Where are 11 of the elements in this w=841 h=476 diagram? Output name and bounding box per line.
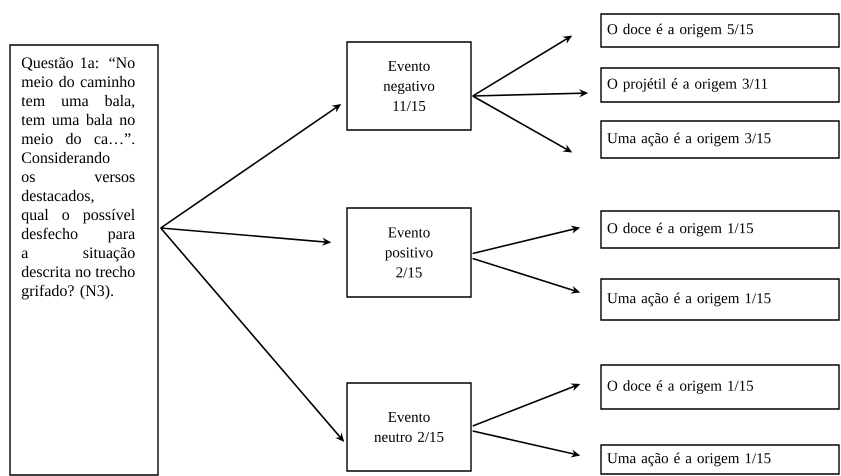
answer-box: Uma ação é a origem 1/15 [600, 278, 840, 321]
event-box: Evento negativo 11/15 [346, 41, 472, 131]
answer-box: O doce é a origem 1/15 [600, 210, 840, 249]
answer-box: O doce é a origem 1/15 [600, 364, 840, 410]
answer-box: Uma ação é a origem 3/15 [600, 120, 840, 159]
answer-box: Uma ação é a origem 1/15 [600, 444, 840, 475]
event-box: Evento neutro 2/15 [346, 382, 472, 472]
event-box: Evento positivo 2/15 [346, 207, 472, 298]
question-box: Questão 1a: “No meio do caminho tem uma bala, tem uma bala no meio do ca…”. Considerando os versos destacados, qual o possível desfecho para a situação descrita no trecho grifado? (N3). [9, 44, 159, 476]
answer-box: O doce é a origem 5/15 [600, 13, 840, 48]
answer-box: O projétil é a origem 3/11 [600, 67, 840, 103]
